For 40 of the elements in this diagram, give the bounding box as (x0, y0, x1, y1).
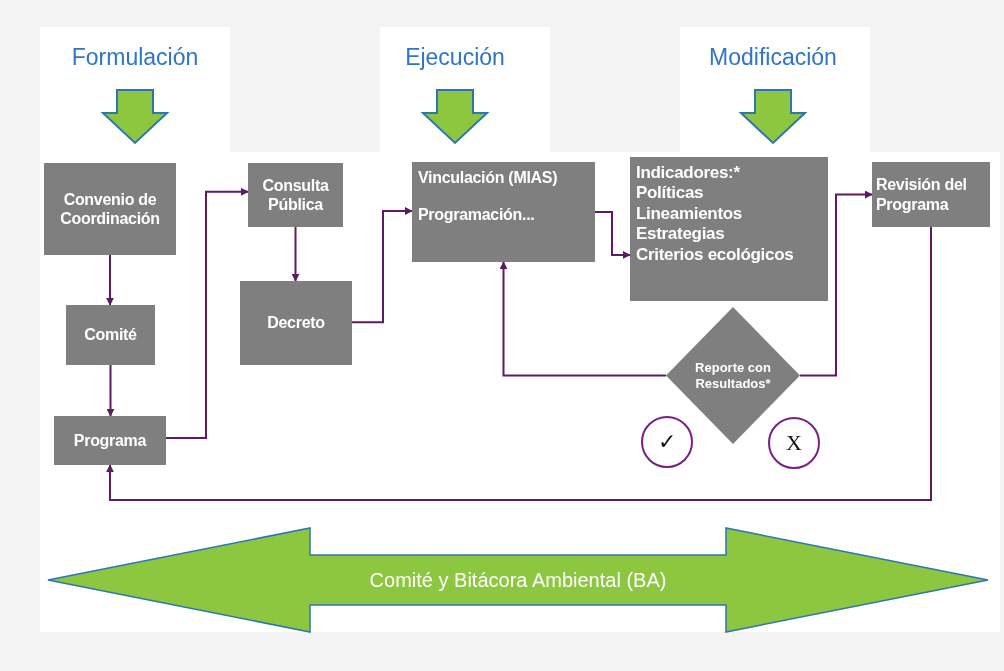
diamond-text: Reporte con Resultados* (694, 359, 772, 392)
mark-text: ✓ (658, 428, 676, 456)
outcome-circle (768, 417, 820, 469)
connector-arrow (351, 207, 413, 324)
outcome-circle (641, 416, 693, 468)
process-box (412, 162, 595, 262)
box-text: Decreto (267, 313, 325, 333)
process-box (44, 163, 176, 255)
phase-heading: Ejecución (404, 44, 506, 71)
box-text: Programación... (418, 205, 535, 225)
phase-heading: Formulación (70, 44, 200, 71)
connector-arrow (499, 261, 667, 377)
box-text: Programa (73, 430, 147, 451)
connector-arrow (291, 226, 300, 282)
connector-arrow (594, 211, 631, 259)
connector-arrow (106, 226, 932, 501)
box-text: Consulta Pública (261, 175, 330, 215)
box-text: Políticas (636, 183, 704, 204)
connector-arrow (106, 254, 114, 306)
process-box (248, 163, 343, 227)
arrow-text: Comité y Bitácora Ambiental (BA) (369, 568, 667, 592)
box-text: Criterios ecológicos (636, 244, 794, 265)
box-text: Revisión del Programa (876, 175, 968, 214)
process-box (872, 162, 990, 227)
process-box (54, 416, 166, 465)
box-text: Estrategias (636, 224, 725, 245)
connector-arrow (106, 364, 115, 417)
box-text: Vinculación (MIAS) (418, 168, 558, 188)
process-box (66, 305, 155, 365)
mark-text: X (786, 429, 802, 457)
process-box (240, 281, 352, 365)
double-arrow (48, 528, 988, 632)
box-text: Comité (84, 325, 137, 345)
connector-arrow (799, 190, 873, 377)
box-text: Lineamientos (636, 203, 742, 225)
process-box (630, 157, 828, 301)
box-text: Convenio de Coordinación (59, 189, 161, 229)
box-text: Indicadores:* (636, 163, 740, 184)
connector-arrow (165, 187, 249, 440)
phase-heading: Modificación (708, 44, 838, 71)
